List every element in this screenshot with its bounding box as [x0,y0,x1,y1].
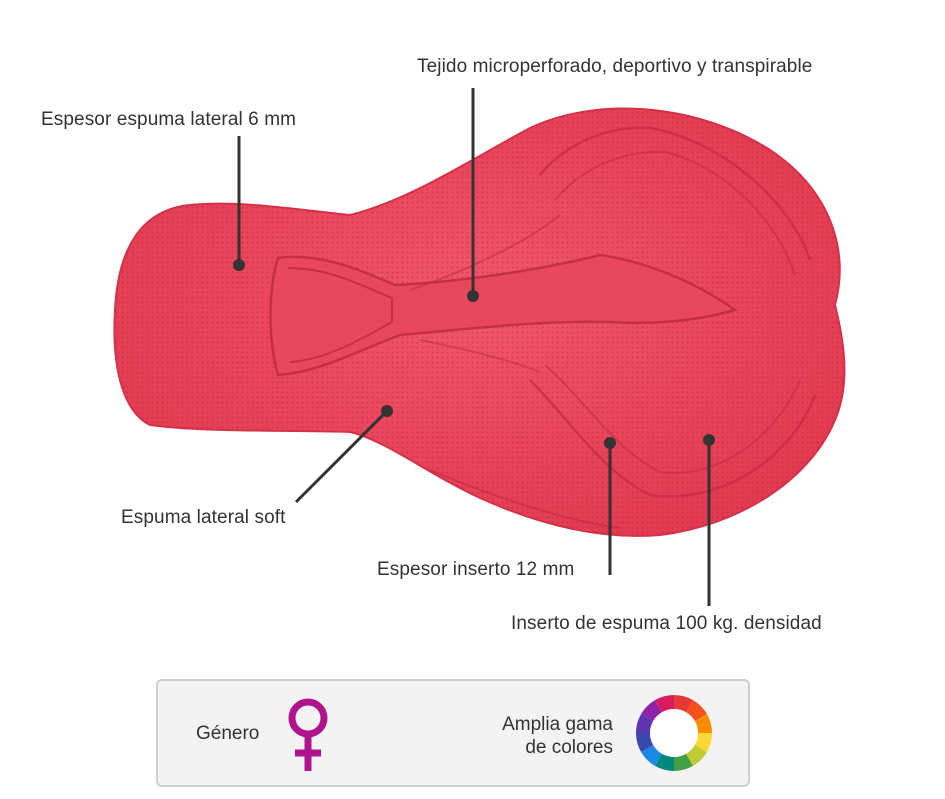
color-wheel-icon [636,695,712,771]
legend-box: Género Amplia gama de colores [156,679,750,787]
color-wheel-segment [636,733,654,752]
contour-upper [539,126,812,261]
leader-inserto-densidad [703,434,715,606]
color-wheel-segment [641,745,662,766]
contour-lower [529,379,817,498]
label-espesor-lateral: Espesor espuma lateral 6 mm [41,109,297,130]
color-wheel-segment [636,714,654,733]
colores-line2: de colores [525,737,613,758]
color-wheel-segment [694,733,712,752]
label-espuma-soft: Espuma lateral soft [121,507,286,528]
leader-espuma-soft [294,405,393,504]
colores-line1: Amplia gama [502,714,613,735]
center-insert [269,253,738,377]
color-wheel-segment [641,700,662,721]
label-inserto-densidad: Inserto de espuma 100 kg. densidad [511,613,822,634]
color-wheel-center [650,709,698,757]
color-wheel-segment [686,745,707,766]
color-wheel-segment [655,695,674,713]
chamois-pad [113,107,846,537]
colores-label: Amplia gama de colores [458,713,613,759]
genero-label: Género [196,723,260,744]
female-symbol-icon [288,698,328,771]
leader-espesor-lateral [233,136,245,271]
color-wheel-segment [686,700,707,721]
color-wheel-segment [674,753,693,771]
label-espesor-inserto: Espesor inserto 12 mm [377,559,575,580]
label-tejido: Tejido microperforado, deportivo y trans… [417,56,813,77]
color-wheel-segment [674,695,693,713]
leader-tejido [467,88,479,302]
color-wheel-segment [655,753,674,771]
leader-espesor-inserto [604,437,616,575]
color-wheel-segment [694,714,712,733]
